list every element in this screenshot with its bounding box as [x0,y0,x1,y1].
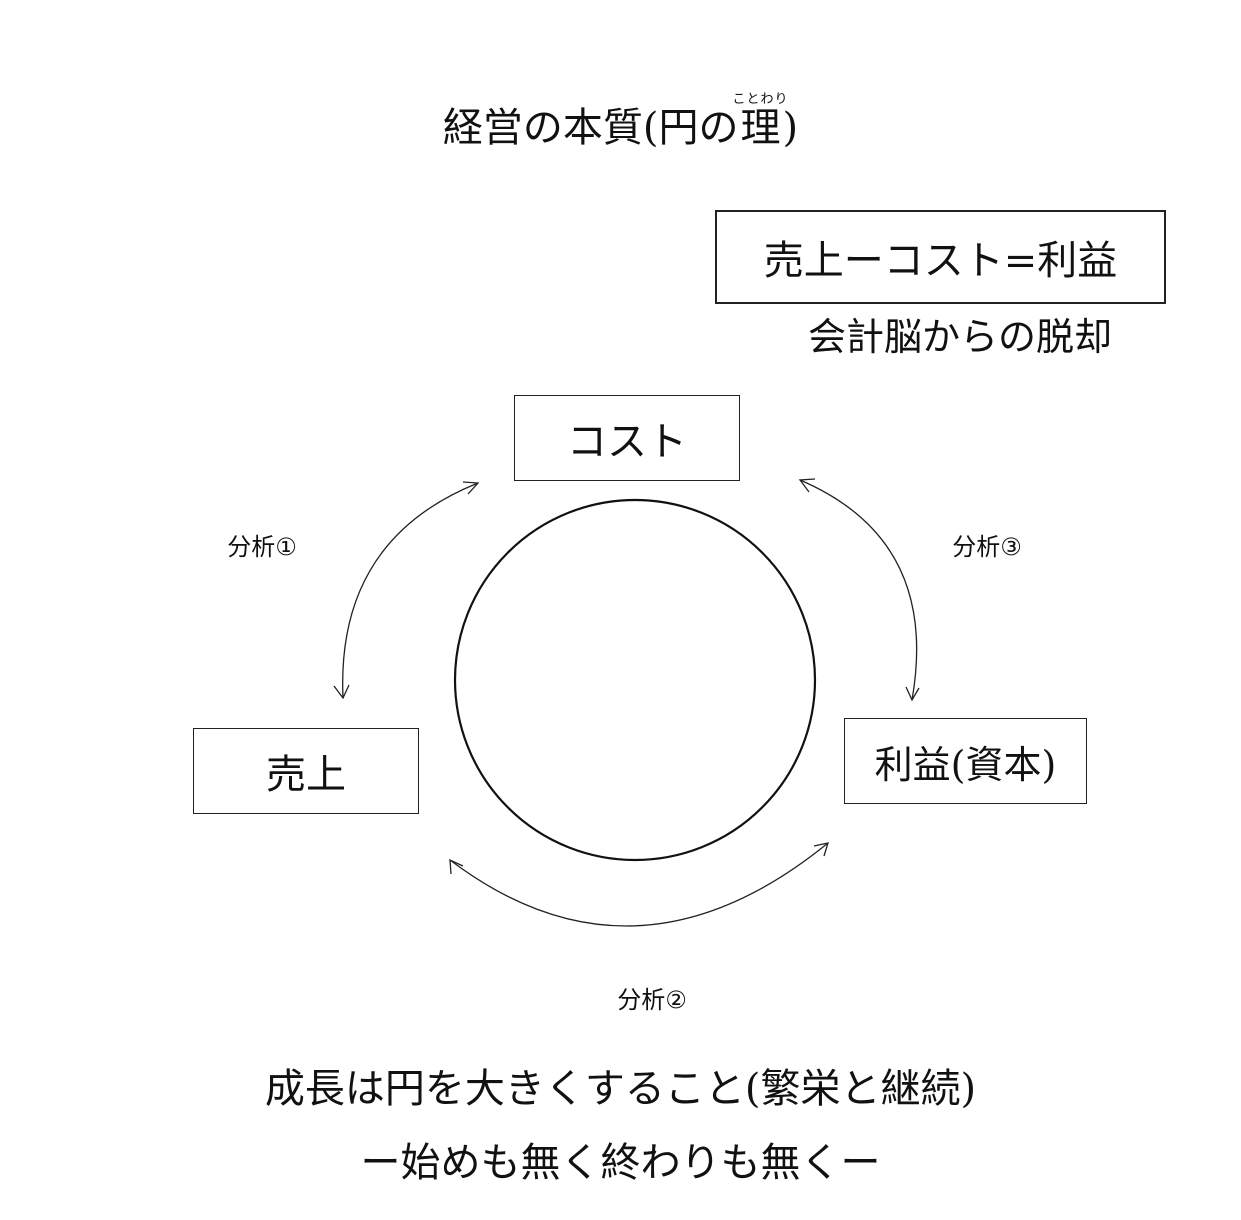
formula-equation: 売上ーコスト=利益 [763,238,1118,284]
node-cost: コスト [514,395,740,481]
analysis-1-label: 分析① [227,533,297,561]
title-text-after: ) [782,105,799,151]
title-ruby-reading: ことわり [732,92,789,107]
analysis-2-label: 分析② [617,986,687,1014]
arrow-analysis-1 [333,481,480,700]
formula-note: 会計脳からの脱却 [807,315,1112,359]
node-profit-label: 利益(資本) [874,742,1057,787]
node-profit: 利益(資本) [844,718,1087,804]
page-title: 経営の本質(円の理ことわり) [0,92,1241,154]
footer-line-2: ー始めも無く終わりも無くー [360,1140,881,1186]
formula-box: 売上ーコスト=利益 [715,210,1166,304]
analysis-3-label: 分析③ [952,533,1022,561]
arrow-analysis-3 [798,478,920,702]
cycle-circle [453,498,817,862]
node-sales-label: 売上 [266,752,346,798]
title-ruby-base: 理 [732,105,789,151]
title-ruby: 理ことわり [732,92,788,151]
arrow-analysis-2 [449,842,829,927]
node-sales: 売上 [193,728,419,814]
footer-line-1: 成長は円を大きくすること(繁栄と継続) [264,1066,977,1112]
title-text-before: 経営の本質(円の [442,105,739,151]
node-cost-label: コスト [567,419,687,465]
